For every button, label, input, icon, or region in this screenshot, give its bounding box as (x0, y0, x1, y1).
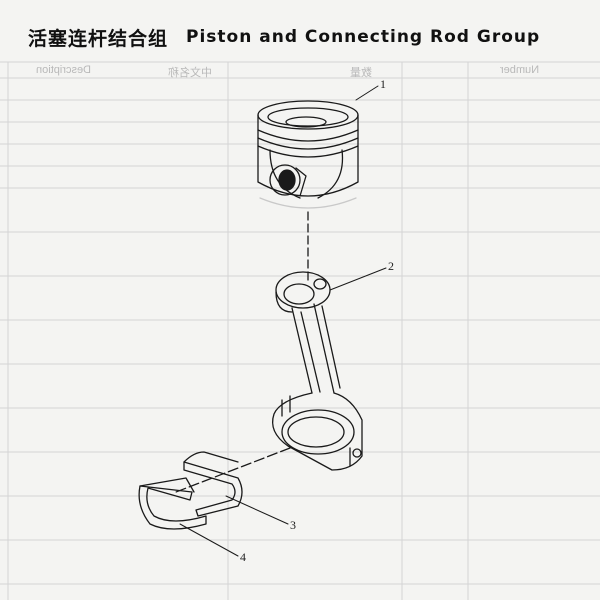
callout-2: 2 (388, 259, 394, 273)
title-chinese: 活塞连杆结合组 (28, 27, 169, 50)
upper-bearing-shell (183, 451, 243, 517)
callout-3: 3 (290, 518, 296, 532)
callout-4: 4 (240, 550, 246, 564)
leader-line-2 (329, 267, 387, 291)
connecting-rod-part (271, 271, 363, 471)
piston-part (257, 100, 359, 209)
leader-line-3 (225, 495, 289, 525)
title-english: Piston and Connecting Rod Group (186, 27, 541, 47)
callout-1: 1 (380, 77, 386, 91)
lower-bearing-shell (138, 477, 207, 530)
leader-line-1 (355, 85, 379, 101)
bearing-axis-line (175, 447, 291, 493)
leader-line-4 (179, 523, 239, 557)
page-title: 活塞连杆结合组 Piston and Connecting Rod Group (28, 22, 540, 52)
